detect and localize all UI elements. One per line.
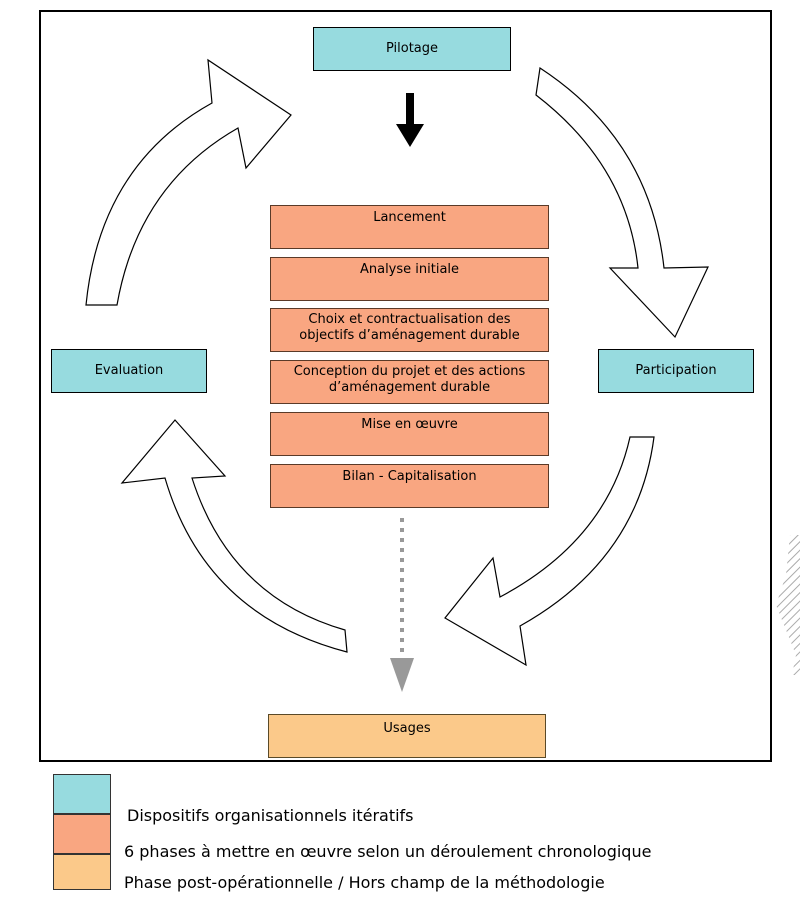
curved-arrow-bottom-right bbox=[444, 436, 655, 667]
phase-label-4: Conception du projet et des actions d’am… bbox=[293, 364, 526, 395]
pilotage-box: Pilotage bbox=[313, 27, 511, 71]
curved-arrow-top-left bbox=[85, 58, 292, 306]
phase-box-2: Analyse initiale bbox=[270, 257, 549, 301]
phase-box-6: Bilan - Capitalisation bbox=[270, 464, 549, 508]
legend-swatch-yellow bbox=[53, 854, 111, 890]
phase-label-5: Mise en œuvre bbox=[361, 417, 458, 432]
curved-arrow-bottom-left bbox=[120, 419, 348, 653]
phase-label-1: Lancement bbox=[373, 210, 446, 225]
usages-label: Usages bbox=[383, 721, 431, 736]
legend-label-3: Phase post-opérationnelle / Hors champ d… bbox=[124, 873, 605, 892]
phase-box-3: Choix et contractualisation des objectif… bbox=[270, 308, 549, 352]
pilotage-label: Pilotage bbox=[385, 41, 439, 56]
usages-box: Usages bbox=[268, 714, 546, 758]
phase-label-6: Bilan - Capitalisation bbox=[342, 469, 477, 484]
dotted-arrowhead bbox=[390, 658, 414, 692]
evaluation-box: Evaluation bbox=[51, 349, 207, 393]
down-arrow bbox=[396, 93, 424, 147]
phase-label-3: Choix et contractualisation des objectif… bbox=[299, 312, 520, 343]
legend-label-2: 6 phases à mettre en œuvre selon un déro… bbox=[124, 842, 652, 861]
phase-box-5: Mise en œuvre bbox=[270, 412, 549, 456]
curved-arrow-top-right bbox=[535, 66, 709, 339]
participation-box: Participation bbox=[598, 349, 754, 393]
participation-label: Participation bbox=[635, 363, 717, 378]
phase-label-2: Analyse initiale bbox=[359, 262, 460, 277]
legend-swatch-orange bbox=[53, 814, 111, 854]
legend-swatch-teal bbox=[53, 774, 111, 814]
legend-label-1: Dispositifs organisationnels itératifs bbox=[127, 806, 414, 825]
phase-box-4: Conception du projet et des actions d’am… bbox=[270, 360, 549, 404]
hatched-corner-decoration bbox=[776, 535, 800, 675]
evaluation-label: Evaluation bbox=[94, 363, 164, 378]
phase-box-1: Lancement bbox=[270, 205, 549, 249]
